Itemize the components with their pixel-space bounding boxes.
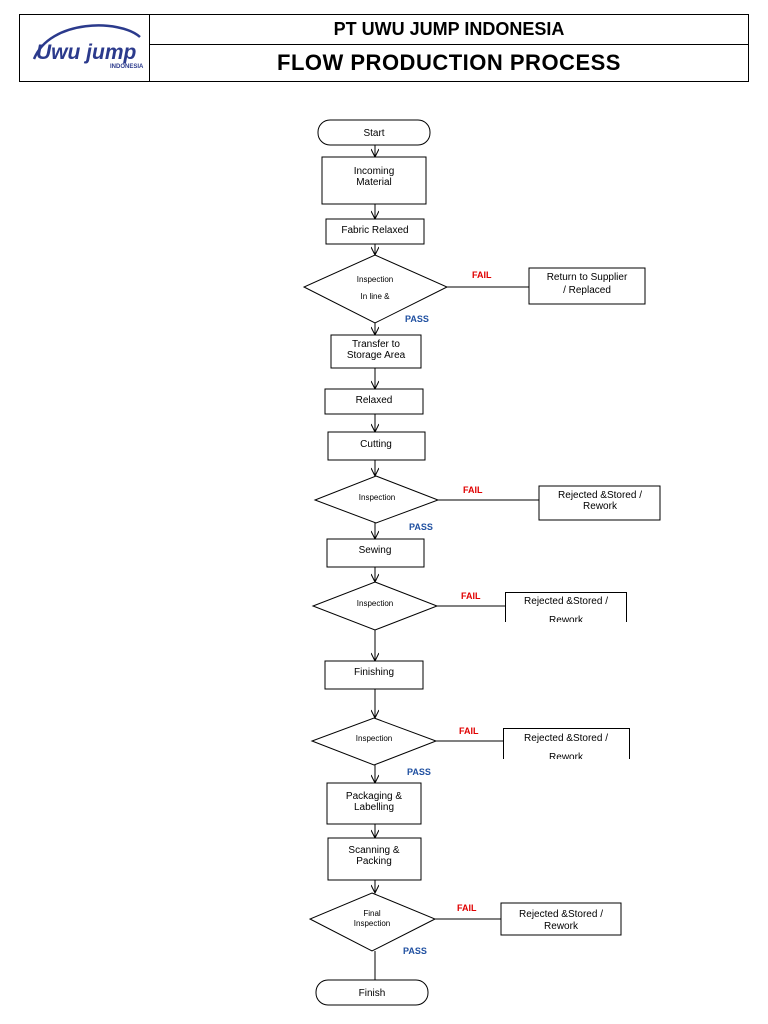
finish-terminal bbox=[315, 979, 429, 1006]
rejected-4-label-1: Rejected &Stored / bbox=[524, 733, 608, 744]
rejected-5-label-2: Rework bbox=[544, 921, 579, 932]
final-inspection-label-2: Inspection bbox=[354, 919, 390, 928]
inspection-3-diamond bbox=[311, 581, 439, 631]
incoming-material-box bbox=[321, 156, 427, 205]
fail-label-5: FAIL bbox=[457, 903, 477, 913]
logo-text: Uwu jump bbox=[36, 41, 136, 64]
start-terminal bbox=[317, 119, 431, 146]
logo-subtext: INDONESIA bbox=[110, 64, 144, 70]
rejected-3-label-2: Rework bbox=[549, 615, 584, 626]
rejected-box-3 bbox=[505, 592, 627, 622]
fail-label-1: FAIL bbox=[472, 270, 492, 280]
inspection-1-label-2: In line & bbox=[361, 292, 391, 301]
fabric-relaxed-box bbox=[325, 218, 425, 245]
scanning-label-1: Scanning & bbox=[348, 845, 399, 856]
scanning-label-2: Packing bbox=[356, 856, 392, 867]
return-to-supplier-label-1: Return to Supplier bbox=[547, 272, 628, 283]
rejected-4-label-2: Rework bbox=[549, 752, 584, 763]
fail-label-4: FAIL bbox=[459, 726, 479, 736]
pass-label-1: PASS bbox=[405, 314, 429, 324]
inspection-1-diamond bbox=[302, 254, 449, 324]
rejected-box-4 bbox=[503, 728, 630, 759]
transfer-storage-box bbox=[330, 334, 422, 369]
inspection-2-label: Inspection bbox=[359, 493, 395, 502]
fabric-relaxed-label: Fabric Relaxed bbox=[341, 225, 408, 236]
relaxed-label: Relaxed bbox=[356, 395, 393, 406]
inspection-2-diamond bbox=[313, 475, 440, 524]
scanning-packing-box bbox=[327, 837, 422, 881]
rejected-2-label-2: Rework bbox=[583, 501, 618, 512]
fail-label-3: FAIL bbox=[461, 591, 481, 601]
pass-label-4: PASS bbox=[407, 767, 431, 777]
cutting-label: Cutting bbox=[360, 439, 392, 450]
sewing-label: Sewing bbox=[359, 545, 392, 556]
connectors bbox=[375, 145, 539, 980]
start-label: Start bbox=[363, 128, 384, 139]
finish-label: Finish bbox=[359, 988, 386, 999]
packaging-labelling-box bbox=[326, 782, 422, 825]
relaxed-box bbox=[324, 388, 424, 415]
inspection-3-label: Inspection bbox=[357, 599, 393, 608]
document-title: FLOW PRODUCTION PROCESS bbox=[277, 50, 621, 75]
final-inspection-diamond bbox=[308, 892, 437, 952]
packaging-label-1: Packaging & bbox=[346, 791, 402, 802]
packaging-label-2: Labelling bbox=[354, 802, 394, 813]
finishing-box bbox=[324, 660, 424, 690]
fail-label-2: FAIL bbox=[463, 485, 483, 495]
company-name: PT UWU JUMP INDONESIA bbox=[150, 15, 748, 45]
return-to-supplier-box bbox=[528, 267, 646, 305]
final-inspection-label-1: Final bbox=[363, 909, 381, 918]
rejected-5-label-1: Rejected &Stored / bbox=[519, 909, 603, 920]
pass-label-5: PASS bbox=[403, 946, 427, 956]
document-header: Uwu jump INDONESIA PT UWU JUMP INDONESIA… bbox=[19, 14, 749, 82]
sewing-box bbox=[326, 538, 425, 568]
incoming-material-label-2: Material bbox=[356, 177, 392, 188]
inspection-1-label-1: Inspection bbox=[357, 275, 393, 284]
rejected-2-label-1: Rejected &Stored / bbox=[558, 490, 642, 501]
transfer-storage-label-1: Transfer to bbox=[352, 339, 400, 350]
transfer-storage-label-2: Storage Area bbox=[347, 350, 406, 361]
incoming-material-label-1: Incoming bbox=[354, 166, 395, 177]
cutting-box bbox=[327, 431, 426, 461]
rejected-box-4-clip: Rejected &Stored / Rework bbox=[503, 728, 630, 763]
company-logo: Uwu jump INDONESIA bbox=[20, 15, 150, 81]
finishing-label: Finishing bbox=[354, 667, 394, 678]
return-to-supplier-label-2: / Replaced bbox=[563, 285, 611, 296]
rejected-box-3-clip: Rejected &Stored / Rework bbox=[505, 592, 627, 626]
rejected-box-5 bbox=[500, 902, 622, 936]
inspection-4-diamond bbox=[310, 717, 438, 766]
rejected-3-label-1: Rejected &Stored / bbox=[524, 596, 608, 607]
pass-label-2: PASS bbox=[409, 522, 433, 532]
rejected-box-2 bbox=[538, 485, 661, 521]
inspection-4-label: Inspection bbox=[356, 734, 392, 743]
